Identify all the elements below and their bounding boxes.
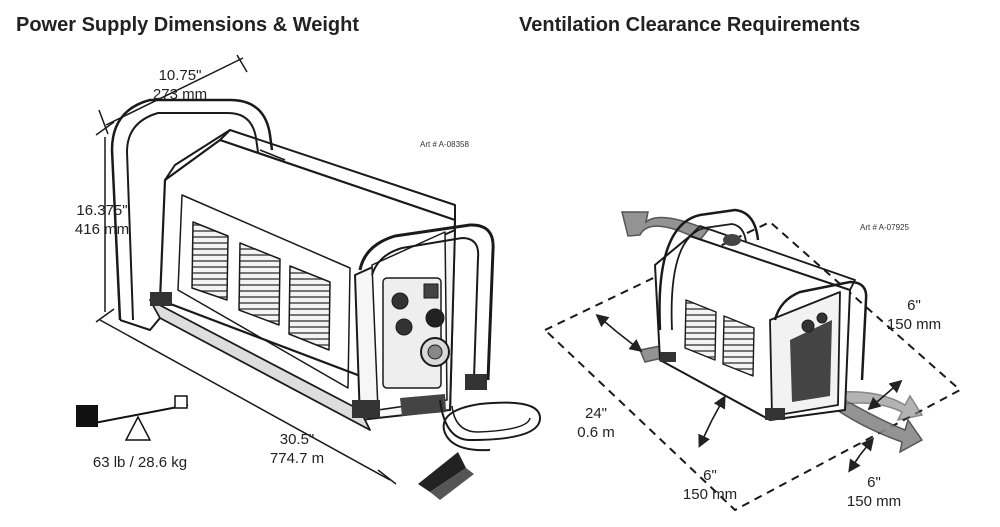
back-clearance-inches: 6"	[867, 474, 881, 491]
power-supply-drawing	[110, 98, 541, 500]
width-inches: 10.75"	[158, 67, 202, 84]
width-mm: 273 mm	[152, 86, 208, 103]
weight-scale-icon	[76, 395, 189, 441]
front-clearance-mm: 150 mm	[682, 486, 738, 503]
height-mm: 416 mm	[74, 221, 130, 238]
art-number-right: Art # A-07925	[860, 223, 909, 232]
art-number-left: Art # A-08358	[420, 140, 469, 149]
top-clearance-inches: 24"	[584, 405, 607, 422]
weight-label: 63 lb / 28.6 kg	[92, 454, 188, 471]
ventilation-title: Ventilation Clearance Requirements	[519, 14, 861, 36]
back-clearance-label: 6" 150 mm	[836, 473, 912, 511]
clearance-arrows	[595, 313, 903, 473]
dimension-lines	[95, 54, 397, 485]
length-inches: 30.5"	[279, 431, 315, 448]
front-clearance-inches: 6"	[703, 467, 717, 484]
width-dimension-line	[105, 57, 244, 126]
side-clearance-mm: 150 mm	[886, 316, 942, 333]
front-clearance-label: 6" 150 mm	[672, 466, 748, 504]
top-clearance-m: 0.6 m	[577, 424, 615, 441]
top-clearance-label: 24" 0.6 m	[566, 404, 626, 442]
ventilated-power-supply-drawing	[654, 208, 868, 421]
back-clearance-mm: 150 mm	[846, 493, 902, 510]
length-mm: 774.7 m	[269, 450, 325, 467]
side-clearance-inches: 6"	[907, 297, 921, 314]
length-label: 30.5" 774.7 m	[252, 430, 342, 468]
length-dimension-line	[99, 319, 391, 481]
height-label: 16.375" 416 mm	[62, 201, 142, 239]
height-inches: 16.375"	[76, 202, 128, 219]
power-supply-title: Power Supply Dimensions & Weight	[16, 14, 360, 36]
width-label: 10.75" 273 mm	[145, 66, 215, 104]
clearance-boundary	[543, 220, 962, 512]
side-clearance-label: 6" 150 mm	[876, 296, 952, 334]
